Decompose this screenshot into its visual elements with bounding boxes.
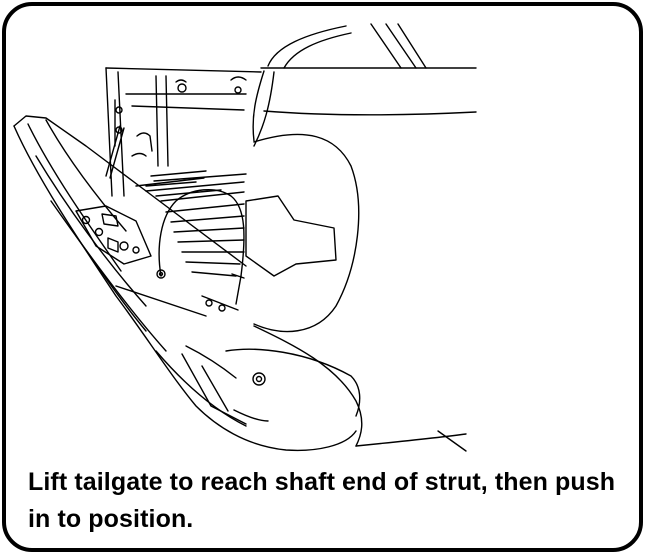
tailgate-strut-illustration [13, 23, 477, 452]
tailgate [13, 115, 361, 452]
instruction-caption: Lift tailgate to reach shaft end of stru… [28, 468, 616, 533]
rounded-frame: Lift tailgate to reach shaft end of stru… [2, 2, 643, 552]
bed-floor [145, 170, 247, 277]
truck-bed-top-rail [105, 23, 477, 197]
strut-and-cable [105, 125, 245, 312]
latch-assembly [75, 205, 166, 279]
truck-bed-side [245, 70, 477, 452]
